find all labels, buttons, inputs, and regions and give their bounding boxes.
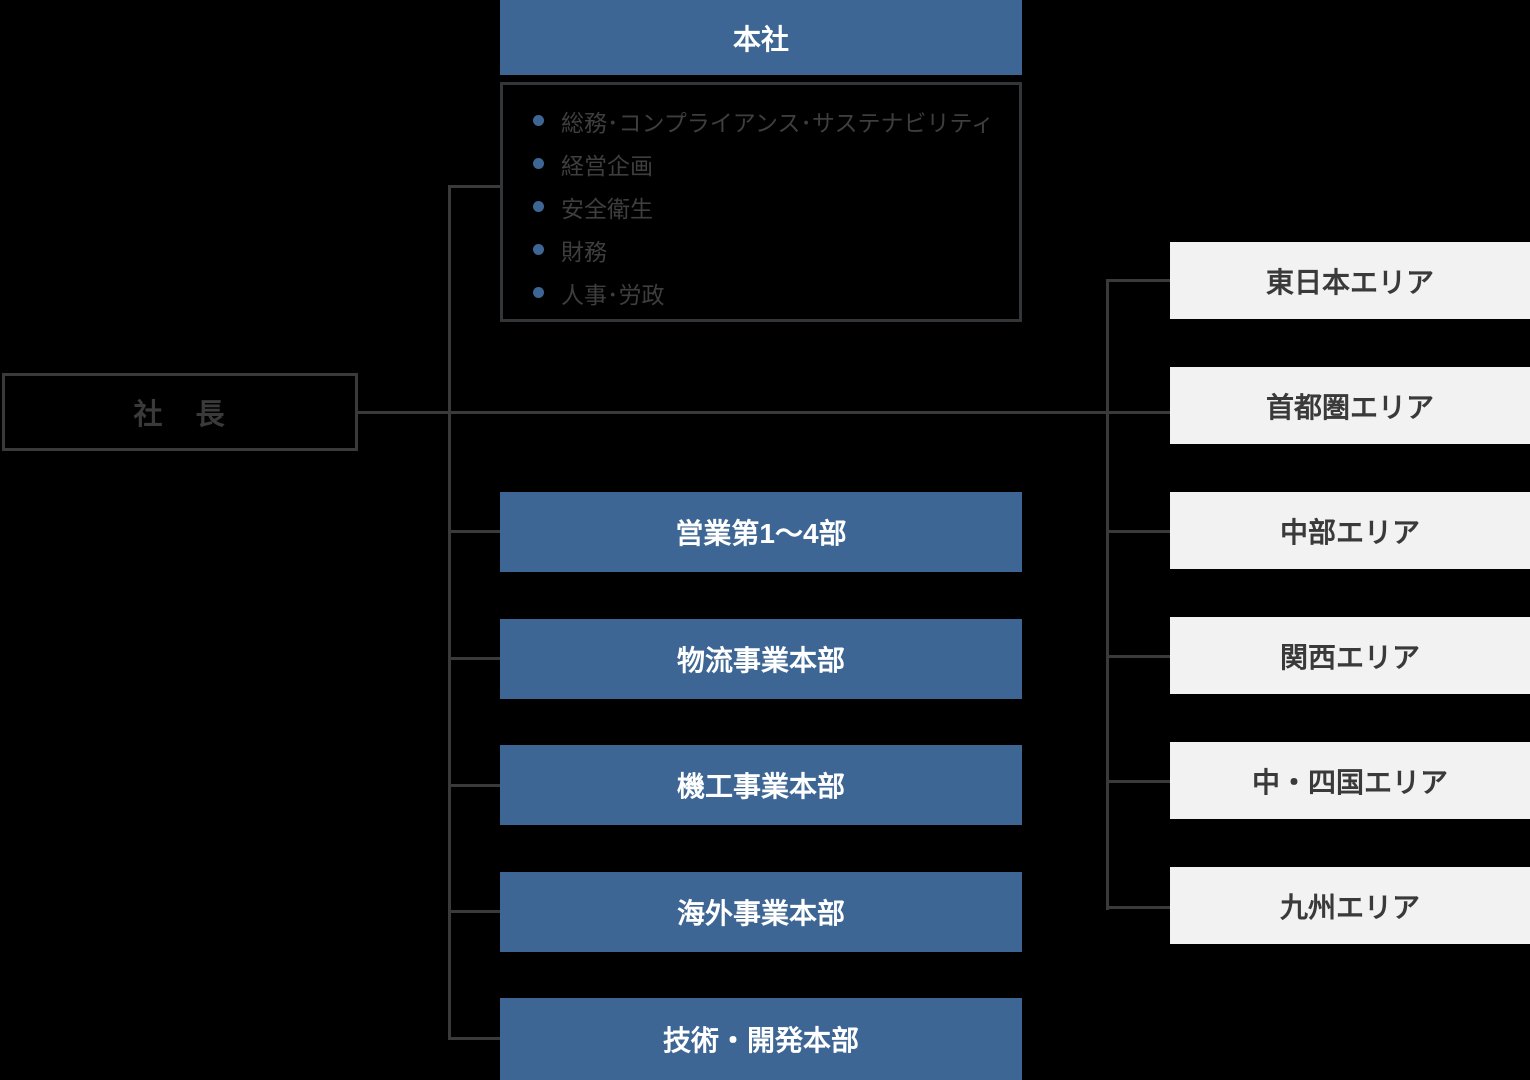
area-box-chubu: 中部エリア <box>1170 492 1530 569</box>
division-box-technology: 技術・開発本部 <box>500 998 1022 1080</box>
department-label: 総務･コンプライアンス･サステナビリティ <box>561 109 995 136</box>
division-label: 物流事業本部 <box>676 645 845 676</box>
branch-headquarters-line <box>448 185 504 188</box>
division-box-sales: 営業第1～4部 <box>500 492 1022 572</box>
division-label: 海外事業本部 <box>676 898 845 929</box>
left-trunk-line <box>448 185 451 1040</box>
branch-area-1-line <box>1106 279 1172 282</box>
bullet-icon <box>533 201 544 212</box>
branch-division-5-line <box>448 1037 502 1040</box>
division-label: 営業第1～4部 <box>675 518 847 549</box>
branch-area-3-line <box>1106 530 1172 533</box>
branch-area-6-line <box>1106 906 1172 909</box>
bullet-icon <box>533 158 544 169</box>
right-trunk-line <box>1106 279 1109 910</box>
area-box-kyushu: 九州エリア <box>1170 867 1530 944</box>
headquarters-department-list: 総務･コンプライアンス･サステナビリティ 経営企画 安全衛生 財務 人事･労政 <box>500 82 1022 322</box>
division-box-machinery: 機工事業本部 <box>500 745 1022 825</box>
area-box-east-japan: 東日本エリア <box>1170 242 1530 319</box>
president-label: 社 長 <box>133 399 227 431</box>
branch-area-4-line <box>1106 655 1172 658</box>
division-box-overseas: 海外事業本部 <box>500 872 1022 952</box>
branch-division-2-line <box>448 657 502 660</box>
division-label: 機工事業本部 <box>676 771 845 802</box>
area-box-chu-shikoku: 中・四国エリア <box>1170 742 1530 819</box>
department-label: 人事･労政 <box>561 281 665 308</box>
area-label: 中部エリア <box>1279 516 1420 548</box>
department-label: 経営企画 <box>561 152 653 179</box>
branch-division-3-line <box>448 784 502 787</box>
department-item: 財務 <box>533 228 1009 271</box>
president-main-line <box>358 411 1170 414</box>
area-label: 中・四国エリア <box>1251 766 1448 798</box>
department-item: 人事･労政 <box>533 271 1009 314</box>
area-box-metropolitan: 首都圏エリア <box>1170 367 1530 444</box>
area-label: 関西エリア <box>1279 641 1420 673</box>
department-label: 安全衛生 <box>561 195 653 222</box>
bullet-icon <box>533 115 544 126</box>
headquarters-title: 本社 <box>732 23 789 55</box>
department-label: 財務 <box>561 238 607 265</box>
area-label: 首都圏エリア <box>1265 391 1434 423</box>
bullet-icon <box>533 244 544 255</box>
department-item: 総務･コンプライアンス･サステナビリティ <box>533 99 1009 142</box>
branch-area-5-line <box>1106 780 1172 783</box>
division-label: 技術・開発本部 <box>662 1025 859 1056</box>
division-box-logistics: 物流事業本部 <box>500 619 1022 699</box>
department-item: 安全衛生 <box>533 185 1009 228</box>
headquarters-box: 本社 <box>500 0 1022 75</box>
president-box: 社 長 <box>2 373 358 451</box>
area-box-kansai: 関西エリア <box>1170 617 1530 694</box>
area-label: 東日本エリア <box>1265 266 1434 298</box>
bullet-icon <box>533 287 544 298</box>
department-item: 経営企画 <box>533 142 1009 185</box>
area-label: 九州エリア <box>1279 891 1420 923</box>
branch-division-1-line <box>448 530 502 533</box>
branch-division-4-line <box>448 910 502 913</box>
